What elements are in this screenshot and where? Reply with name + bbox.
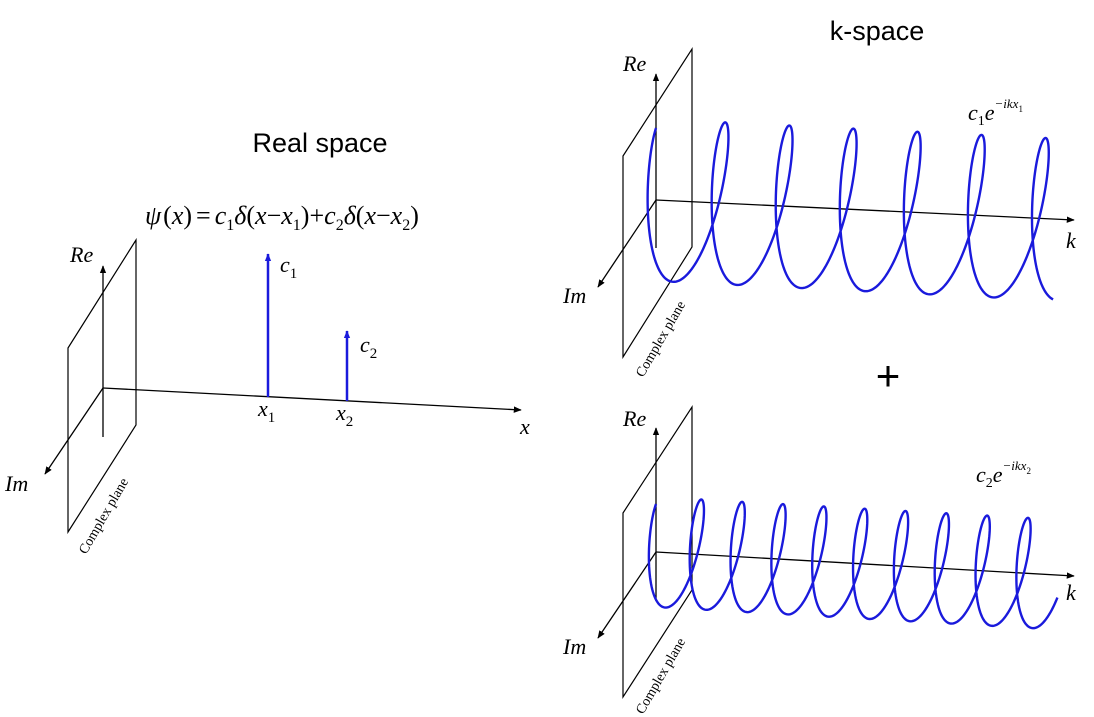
helix-1-label: c1e−ikx1 (968, 96, 1023, 129)
spike-1-position-label: x1 (257, 396, 275, 426)
re-label: Re (622, 406, 646, 431)
k-space-title: k-space (830, 16, 925, 46)
complex-plane-label: Complex plane (633, 299, 689, 380)
k-axis-label: k (1066, 580, 1077, 605)
wavefunction-equation: ψ(x)=c1δ(x−x1)+c2δ(x−x2) (145, 201, 419, 234)
im-label: Im (562, 634, 586, 659)
helix-2-label: c2e−ikx2 (976, 458, 1031, 491)
helix-curve-2 (647, 498, 1059, 630)
im-axis (597, 199, 657, 288)
re-label: Re (69, 242, 93, 267)
spike-1-coef-label: c1 (280, 252, 297, 282)
complex-plane (67, 237, 137, 535)
complex-plane-label: Complex plane (76, 476, 132, 557)
x-axis-label: x (519, 414, 530, 439)
x-axis (102, 387, 522, 413)
spike-2-coef-label: c2 (360, 332, 377, 362)
k-space-panel: k-space + Re Im k Complex plane c1e−ikx1… (562, 16, 1077, 717)
complex-plane (622, 46, 693, 360)
k-space-helix-1-group: Re Im k Complex plane c1e−ikx1 (562, 46, 1077, 380)
complex-plane-label: Complex plane (633, 636, 689, 717)
helix-curve-1 (646, 121, 1054, 301)
k-space-helix-2-group: Re Im k Complex plane c2e−ikx2 (562, 404, 1077, 717)
k-axis (655, 551, 1075, 579)
im-axis (597, 551, 657, 639)
im-label: Im (562, 283, 586, 308)
real-space-panel: Real space ψ(x)=c1δ(x−x1)+c2δ(x−x2) Re I… (4, 128, 530, 557)
re-label: Re (622, 51, 646, 76)
real-space-title: Real space (252, 128, 387, 158)
spike-2-position-label: x2 (335, 400, 353, 430)
plus-sign: + (876, 352, 901, 399)
im-axis (44, 387, 104, 475)
im-label: Im (4, 471, 28, 496)
k-axis (655, 199, 1075, 223)
k-axis-label: k (1066, 228, 1077, 253)
